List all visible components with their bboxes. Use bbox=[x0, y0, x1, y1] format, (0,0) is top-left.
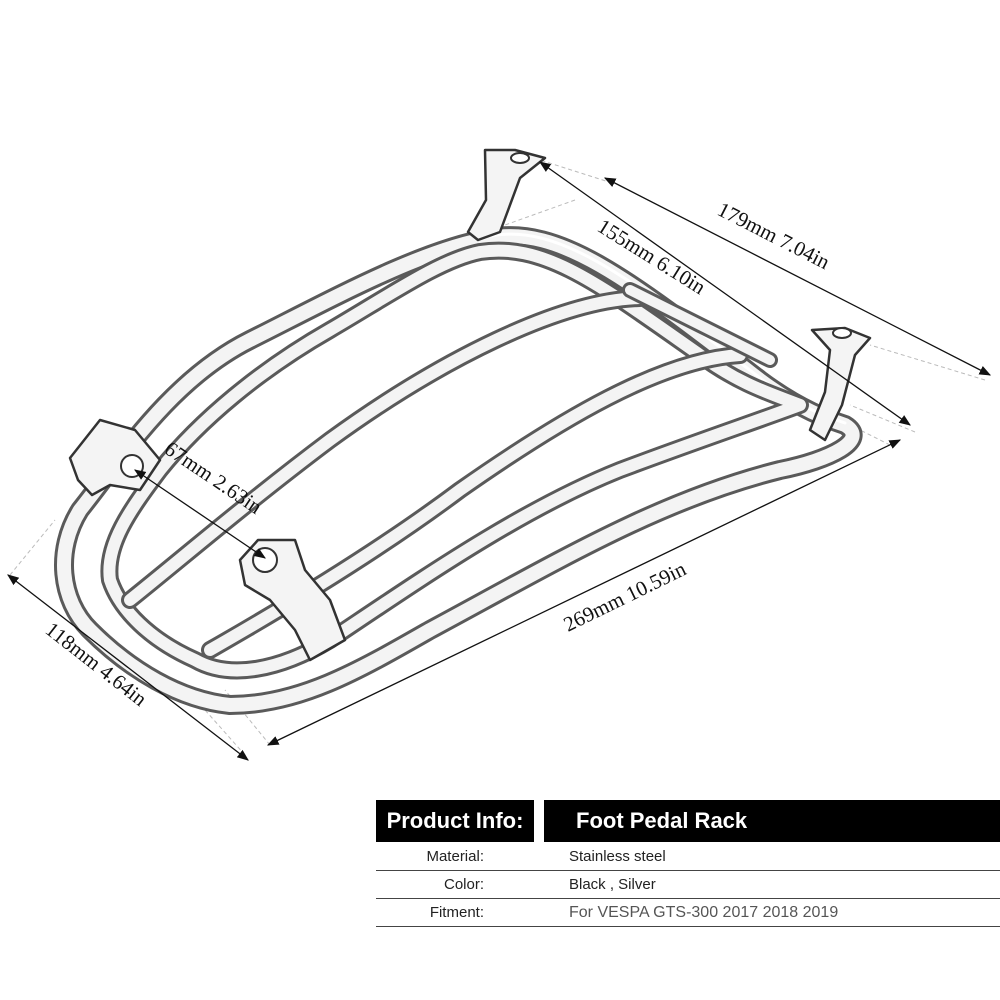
fitment-label: Fitment: bbox=[429, 904, 484, 921]
color-value: Black , Silver bbox=[569, 876, 656, 893]
fitment-value: For VESPA GTS-300 2017 2018 2019 bbox=[569, 904, 839, 921]
bracket-top-left bbox=[466, 148, 547, 242]
info-row-fitment: Fitment: For VESPA GTS-300 2017 2018 201… bbox=[376, 899, 1000, 927]
info-row-color: Color: Black , Silver bbox=[376, 871, 1000, 899]
dim-label-length: 269mm 10.59in bbox=[560, 556, 691, 636]
dimension-lines bbox=[7, 161, 992, 761]
dim-label-front-outer: 179mm 7.04in bbox=[714, 197, 834, 274]
rack-dimension-diagram: 179mm 7.04in 155mm 6.10in 67mm 2.63in 26… bbox=[7, 148, 992, 761]
color-label: Color: bbox=[443, 876, 484, 893]
dim-label-mount-spacing: 67mm 2.63in bbox=[160, 436, 267, 519]
bracket-center bbox=[238, 538, 347, 662]
product-name-header: Foot Pedal Rack bbox=[544, 800, 1000, 842]
info-row-material: Material: Stainless steel bbox=[376, 843, 1000, 871]
material-value: Stainless steel bbox=[569, 848, 666, 865]
product-info-header-label: Product Info: bbox=[376, 800, 534, 842]
product-info-table: Product Info: Foot Pedal Rack Material: … bbox=[376, 800, 1000, 930]
material-label: Material: bbox=[426, 848, 484, 865]
